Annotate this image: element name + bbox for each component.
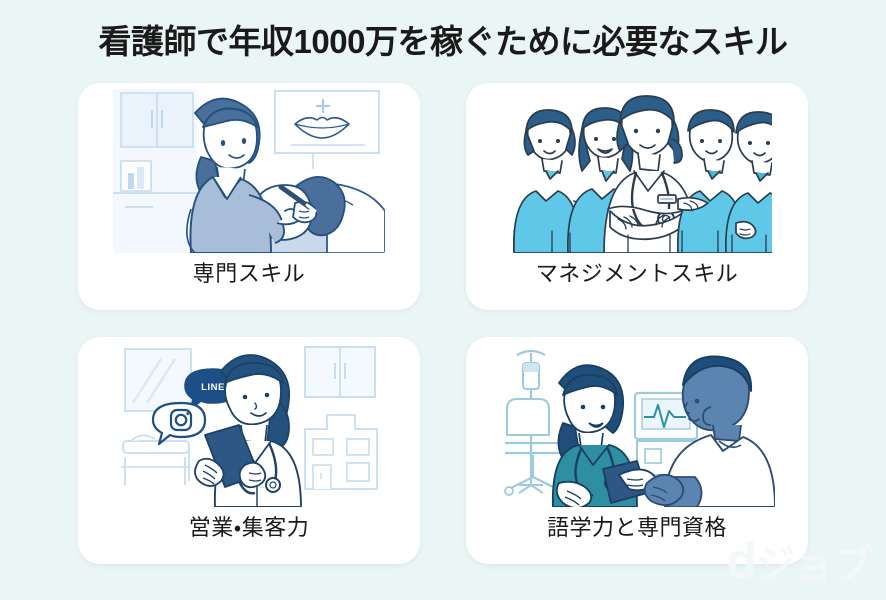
card-management-skill[interactable]: マネジメントスキル	[466, 83, 808, 310]
cosmetic-treatment-scene	[113, 85, 385, 253]
page-title: 看護師で年収1000万を稼ぐために必要なスキル	[98, 23, 788, 60]
nurse-smartphone-scene: LINE	[113, 341, 385, 507]
medical-team-scene	[513, 95, 772, 253]
svg-text:LINE: LINE	[201, 382, 225, 393]
card-language-certification[interactable]: 語学力と専門資格	[466, 337, 808, 564]
illustration-nurse-foreign-colleague	[466, 337, 808, 512]
illustration-nurse-cosmetic-treatment	[78, 83, 420, 258]
card-label-specialist-skill: 専門スキル	[192, 261, 306, 286]
card-label-management-skill: マネジメントスキル	[535, 261, 739, 286]
card-label-sales-marketing-skill: 営業・集客力	[188, 515, 310, 540]
skills-card-grid: 専門スキル	[78, 83, 808, 573]
illustration-nurse-social-media: LINE	[78, 337, 420, 512]
illustration-medical-team	[466, 83, 808, 258]
language-conversation-scene	[499, 341, 775, 507]
card-specialist-skill[interactable]: 専門スキル	[78, 83, 420, 310]
card-label-language-certification: 語学力と専門資格	[546, 515, 727, 540]
card-sales-marketing-skill[interactable]: LINE	[78, 337, 420, 564]
